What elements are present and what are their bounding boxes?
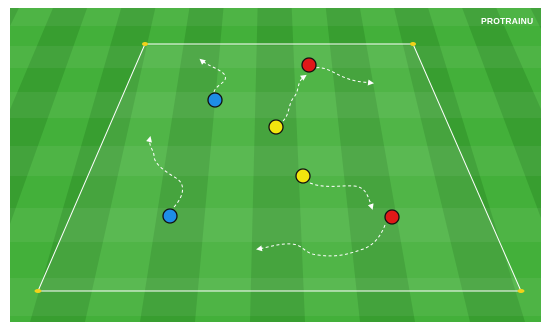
player-red-1[interactable] bbox=[302, 58, 316, 72]
player-yellow-1[interactable] bbox=[269, 120, 283, 134]
cone-marker-icon bbox=[518, 289, 525, 293]
player-red-2[interactable] bbox=[385, 210, 399, 224]
cone-marker-icon bbox=[142, 42, 148, 46]
cone-marker-icon bbox=[35, 289, 42, 293]
player-yellow-2[interactable] bbox=[296, 169, 310, 183]
player-blue-1[interactable] bbox=[208, 93, 222, 107]
player-blue-2[interactable] bbox=[163, 209, 177, 223]
grass-band bbox=[10, 8, 541, 26]
cone-marker-icon bbox=[410, 42, 416, 46]
watermark-logo: PROTRAINU bbox=[481, 16, 533, 26]
